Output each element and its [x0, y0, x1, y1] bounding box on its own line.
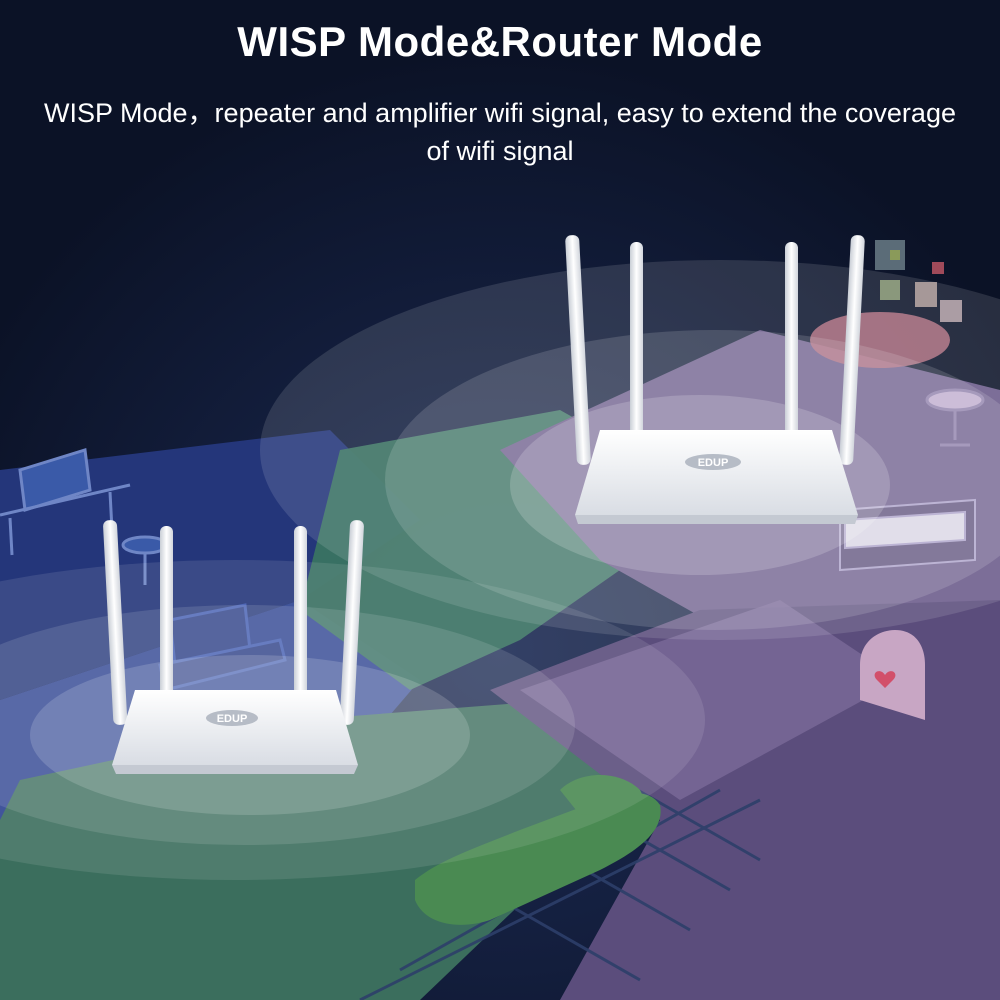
antenna [630, 242, 643, 462]
page-subtitle: WISP Mode，repeater and amplifier wifi si… [44, 98, 956, 166]
sofa-icon [158, 603, 287, 692]
right-router [565, 235, 865, 524]
antenna [339, 520, 364, 725]
piano-icon [839, 498, 976, 572]
router-brand-label: EDUP [217, 713, 248, 725]
antenna [839, 235, 865, 465]
antenna [294, 526, 307, 721]
round-table-icon [925, 388, 985, 447]
door-heart-icon [860, 630, 925, 720]
antenna [785, 242, 798, 462]
page-title: WISP Mode&Router Mode [237, 18, 763, 65]
left-router [103, 520, 364, 774]
router-brand-label: EDUP [698, 457, 729, 469]
antenna [565, 235, 591, 465]
antenna [160, 526, 173, 721]
antenna [103, 520, 128, 725]
bathtub-icon [415, 775, 661, 925]
picture-frames-icon [875, 240, 962, 322]
